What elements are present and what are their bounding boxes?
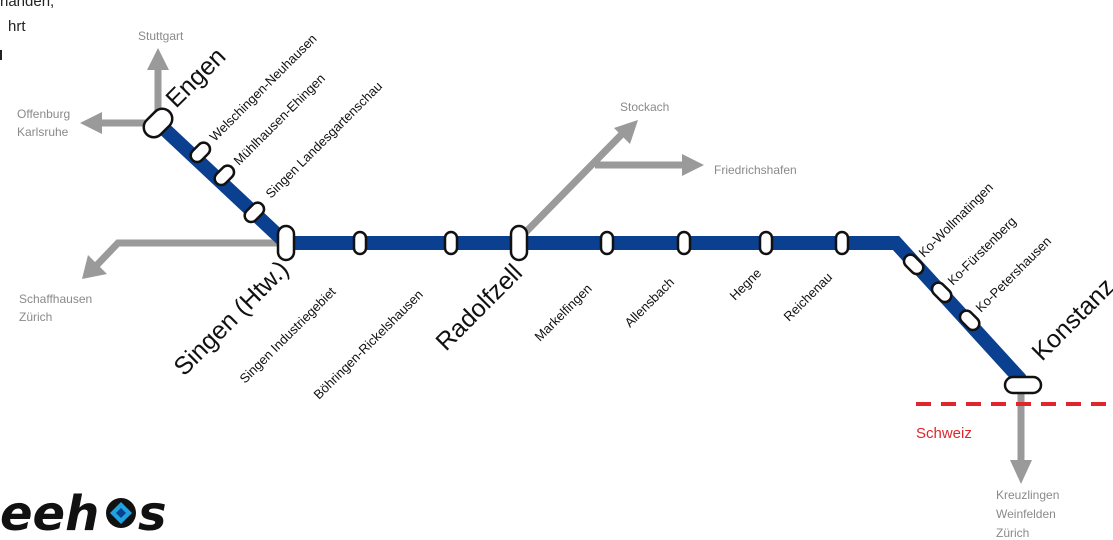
stop-fuerstenberg (930, 281, 953, 304)
stop-muehlhausen (213, 164, 236, 187)
station-label-allensbach: Allensbach (622, 275, 678, 331)
arrowhead-friedrichshafen (682, 154, 704, 176)
station-label-hegne: Hegne (727, 265, 765, 303)
branch-stockach (516, 131, 625, 242)
station-labels: Engen Welschingen-Neuhausen Mühlhausen-E… (160, 31, 1113, 402)
stop-welschingen (189, 141, 212, 164)
stop-landesgartenschau (243, 201, 266, 224)
arrowhead-schaffhausen (82, 255, 107, 279)
header-note-mark (0, 50, 2, 60)
station-label-markelfingen: Markelfingen (532, 281, 595, 344)
dest-zurich-west: Zürich (19, 310, 52, 324)
station-label-engen: Engen (160, 42, 231, 113)
station-label-singen: Singen (Htw.) (168, 255, 294, 381)
border-label: Schweiz (916, 425, 972, 442)
station-label-konstanz: Konstanz (1026, 273, 1113, 367)
branch-arrowheads (80, 48, 1032, 484)
dest-zurich-south: Zürich (996, 526, 1029, 540)
arrowhead-south (1010, 460, 1032, 484)
station-label-landesgartenschau: Singen Landesgartenschau (263, 79, 386, 202)
station-label-radolfzell: Radolfzell (430, 259, 527, 356)
header-note-line1: handen, (0, 0, 54, 10)
dest-kreuzlingen: Kreuzlingen (996, 488, 1059, 502)
stop-boehringen (443, 230, 459, 256)
stop-allensbach (676, 230, 692, 256)
dest-karlsruhe: Karlsruhe (17, 125, 69, 139)
stop-singen (276, 224, 296, 262)
station-stops (142, 107, 1043, 395)
dest-weinfelden: Weinfelden (996, 507, 1056, 521)
stop-engen (142, 107, 174, 139)
branch-schaffhausen (93, 239, 286, 269)
stop-markelfingen (599, 230, 615, 256)
arrowhead-offenburg (80, 112, 102, 134)
logo-text: eeh (0, 486, 99, 540)
stop-hegne (758, 230, 774, 256)
dest-schaffhausen: Schaffhausen (19, 292, 92, 306)
seehas-wave-logo-icon (106, 498, 136, 528)
dest-stuttgart: Stuttgart (138, 29, 184, 43)
dest-stockach: Stockach (620, 100, 669, 114)
dest-friedrichshafen: Friedrichshafen (714, 163, 797, 177)
stop-petershausen (958, 309, 981, 332)
station-label-reichenau: Reichenau (781, 270, 836, 325)
stop-radolfzell (509, 224, 529, 262)
header-note-line2: hrt (8, 18, 26, 35)
branch-lines (93, 68, 1025, 462)
stop-wollmatingen (902, 253, 925, 276)
stop-reichenau (834, 230, 850, 256)
dest-offenburg: Offenburg (17, 107, 70, 121)
logo-text-end: s (138, 486, 167, 540)
arrowhead-stuttgart (147, 48, 169, 70)
stop-industriegebiet (352, 230, 368, 256)
stop-konstanz (1003, 375, 1043, 395)
logo: eeh s (0, 486, 167, 540)
arrowhead-stockach (614, 120, 638, 144)
